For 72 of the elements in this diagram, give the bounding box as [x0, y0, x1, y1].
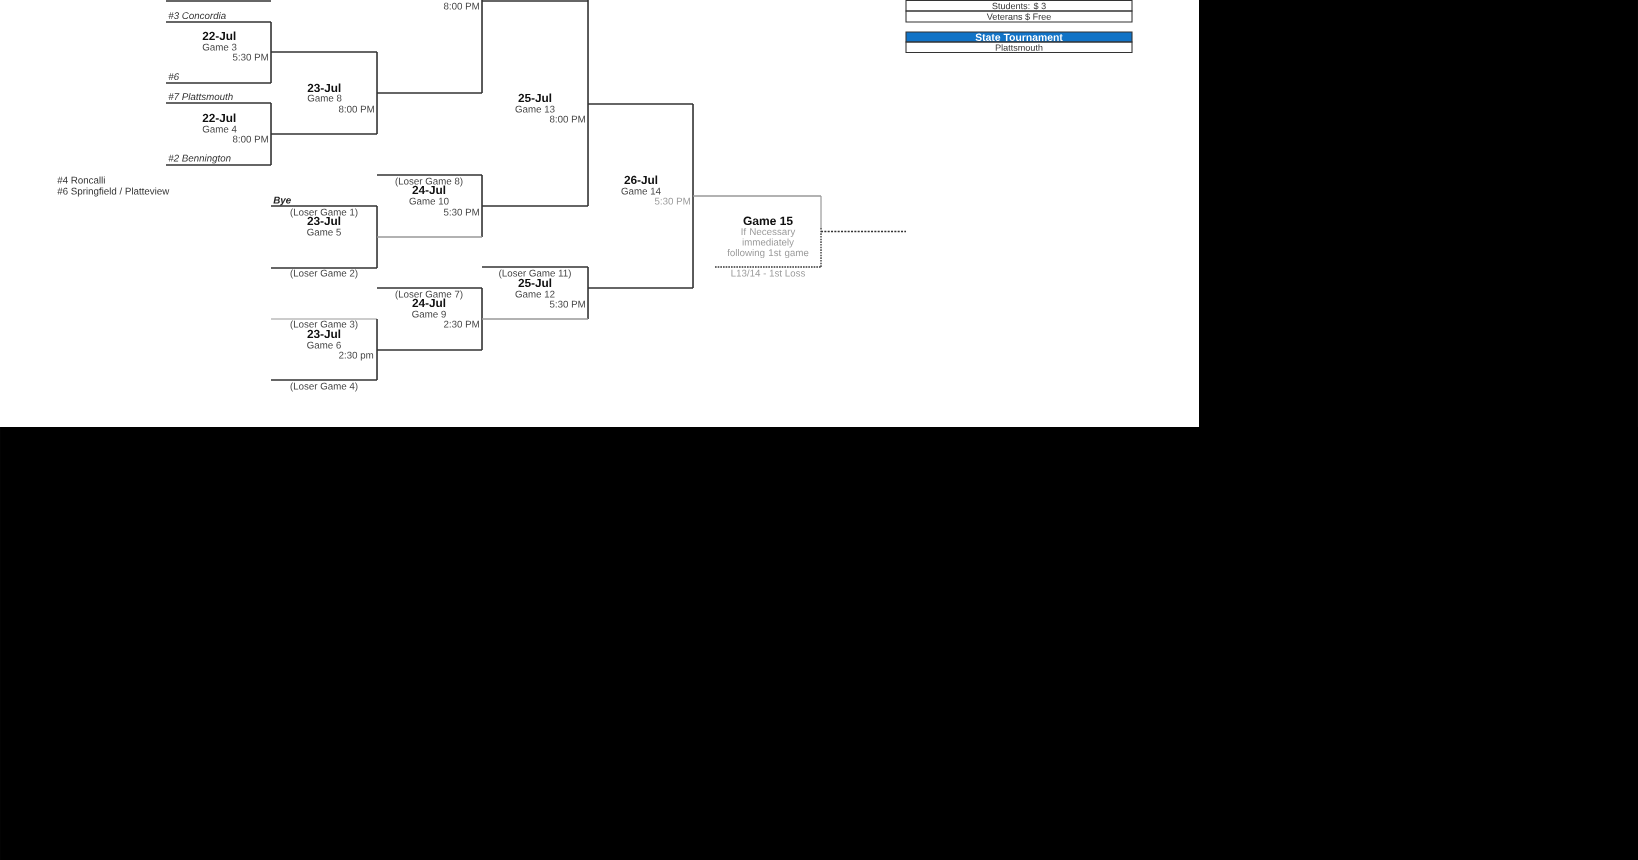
note-text: If Necessary immediately following 1st game — [727, 227, 809, 259]
date-label: 22-Jul — [202, 31, 236, 41]
game-time: 2:30 pm — [339, 351, 374, 361]
table-cell: Veterans $ Free — [905, 10, 1133, 23]
game-number: Game 14 — [621, 187, 661, 195]
game-bracket — [307, 51, 378, 135]
slot-label: (Loser Game 11) — [499, 269, 571, 279]
bye-label: Bye — [273, 196, 291, 206]
bracket-line — [820, 230, 907, 233]
game-bracket — [165, 92, 272, 166]
game-number: Game 6 — [307, 341, 341, 349]
slot-label: L13/14 - 1st Loss — [731, 269, 805, 277]
bracket-line — [270, 51, 378, 53]
date-label: 23-Jul — [307, 83, 341, 93]
game-time: 5:30 PM — [232, 53, 268, 61]
game-time: 5:30 PM — [654, 197, 690, 205]
team-name: #7 Plattsmouth — [168, 92, 233, 101]
date-label: 22-Jul — [202, 113, 236, 123]
bracket-line — [587, 287, 694, 289]
date-label: 23-Jul — [307, 329, 341, 339]
game-bracket — [443, 0, 483, 94]
team-name: #6 Springfield / Platteview — [57, 187, 170, 197]
table-cell: Students: $ 3 — [905, 0, 1133, 12]
team-name: #3 Concordia — [168, 11, 226, 20]
bracket-line — [481, 205, 589, 207]
game-bracket — [481, 266, 589, 320]
game-number: Game 12 — [515, 290, 555, 298]
date-label: 24-Jul — [412, 185, 446, 195]
date-label: 25-Jul — [518, 93, 552, 103]
bracket-line — [376, 92, 483, 94]
game-time: 8:00 PM — [443, 2, 479, 10]
game-bracket — [515, 0, 589, 207]
date-label: 23-Jul — [307, 216, 341, 226]
date-label: 26-Jul — [624, 175, 658, 185]
game-number: Game 15 — [743, 216, 793, 226]
game-time: 5:30 PM — [443, 208, 479, 216]
slot-label: (Loser Game 2) — [290, 269, 358, 279]
game-number: Game 5 — [307, 228, 341, 236]
game-bracket — [270, 196, 378, 279]
table-cell: Plattsmouth — [905, 41, 1133, 54]
team-name: #6 — [168, 73, 180, 81]
bracket-line — [376, 236, 483, 238]
game-number: Game 9 — [412, 310, 446, 318]
game-time: 8:00 PM — [338, 105, 374, 113]
game-time: 2:30 PM — [444, 320, 479, 328]
game-number: Game 4 — [202, 125, 237, 133]
game-bracket — [376, 174, 483, 238]
slot-label: (Loser Game 3) — [290, 320, 358, 330]
team-name: #4 Roncalli — [57, 176, 105, 184]
game-bracket — [165, 11, 272, 84]
bracket-line — [270, 133, 378, 135]
game-time: 5:30 PM — [549, 300, 585, 308]
bracket-line — [481, 0, 589, 2]
game-number: Game 10 — [409, 197, 449, 205]
bracket-line — [587, 103, 694, 105]
bracket-line — [481, 318, 589, 320]
game-bracket — [376, 287, 483, 351]
bracket-line — [376, 349, 483, 351]
bracket-line — [692, 195, 822, 197]
game-number: Game 8 — [307, 94, 342, 102]
team-name: #2 Bennington — [168, 154, 231, 164]
date-label: 25-Jul — [518, 278, 552, 288]
game-time: 8:00 PM — [549, 115, 585, 123]
game-number: Game 3 — [202, 43, 237, 51]
table-header: State Tournament — [905, 31, 1133, 43]
game-number: Game 13 — [515, 105, 555, 113]
date-label: 24-Jul — [412, 298, 446, 308]
slot-label: (Loser Game 4) — [290, 382, 358, 392]
game-time: 8:00 PM — [232, 135, 268, 143]
game-bracket — [714, 195, 822, 277]
game-bracket — [270, 318, 378, 392]
game-bracket — [621, 103, 694, 289]
